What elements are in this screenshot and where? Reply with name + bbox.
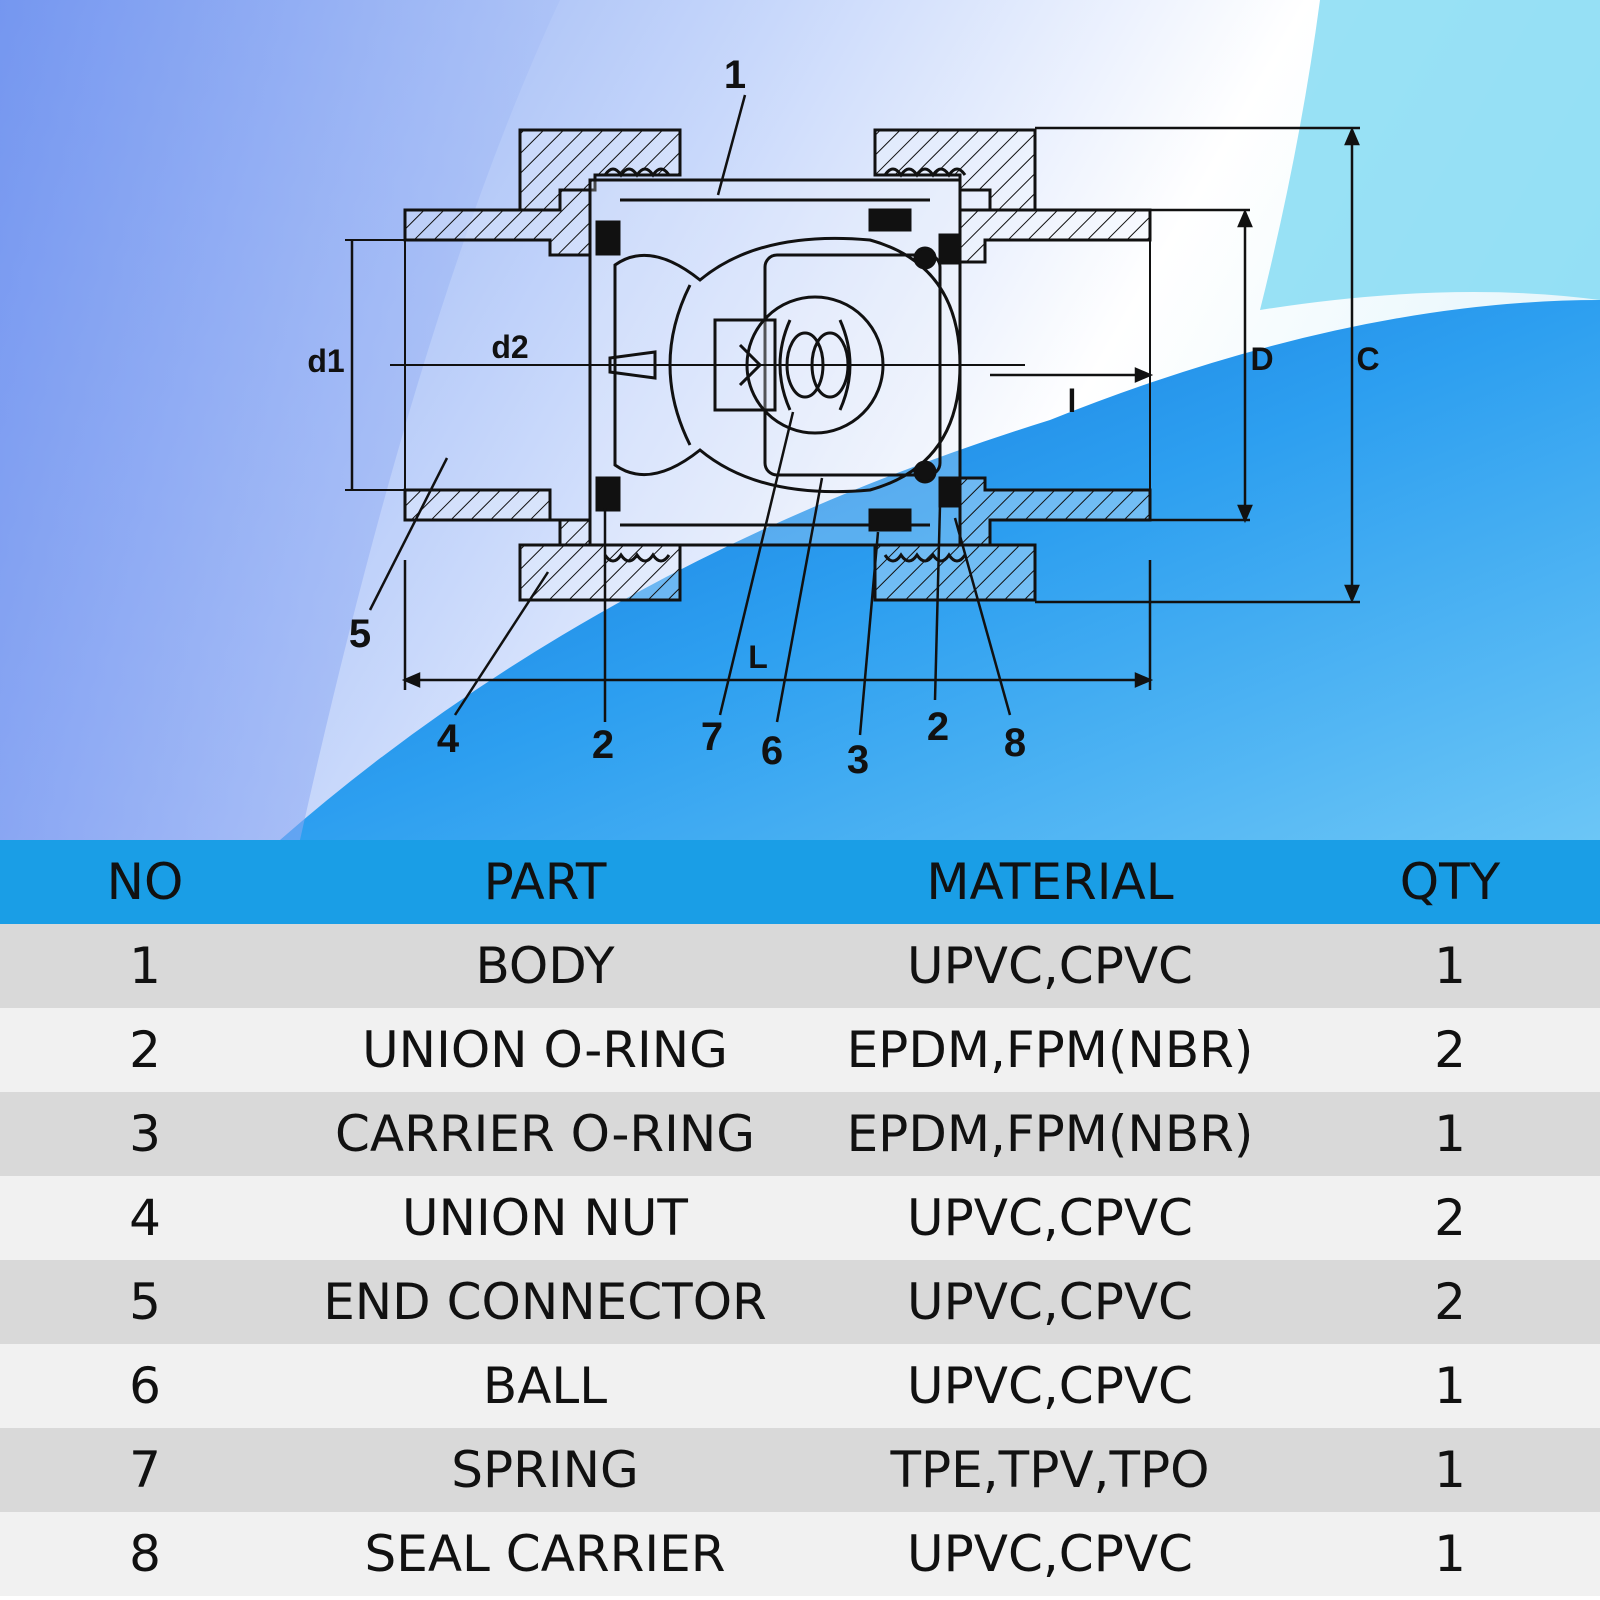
row-material: UPVC,CPVC <box>907 1525 1193 1583</box>
union-o-ring-left-top <box>595 220 621 256</box>
row-qty: 1 <box>1434 1441 1466 1499</box>
diagram-background <box>0 0 1600 840</box>
union-o-ring-left-bottom <box>595 476 621 512</box>
right-end-connector <box>958 208 1152 264</box>
callout-labels: 1 5 4 2 7 6 3 2 8 d1 d2 D C l L <box>307 53 1379 782</box>
row-no: 3 <box>129 1105 161 1163</box>
row-part: UNION NUT <box>402 1189 688 1247</box>
header-material: MATERIAL <box>926 853 1174 911</box>
dim-D: D <box>1250 341 1273 377</box>
row-no: 7 <box>129 1441 161 1499</box>
row-qty: 2 <box>1434 1021 1466 1079</box>
row-no: 8 <box>129 1525 161 1583</box>
table-row: 2 UNION O-RING EPDM,FPM(NBR) 2 <box>0 1008 1600 1092</box>
table-row: 3 CARRIER O-RING EPDM,FPM(NBR) 1 <box>0 1092 1600 1176</box>
table-row: 6 BALL UPVC,CPVC 1 <box>0 1344 1600 1428</box>
callout-1: 1 <box>724 53 746 97</box>
row-qty: 2 <box>1434 1189 1466 1247</box>
table-row: 1 BODY UPVC,CPVC 1 <box>0 924 1600 1008</box>
row-no: 6 <box>129 1357 161 1415</box>
table-row: 5 END CONNECTOR UPVC,CPVC 2 <box>0 1260 1600 1344</box>
dim-d2: d2 <box>491 329 528 365</box>
row-no: 4 <box>129 1189 161 1247</box>
row-material: EPDM,FPM(NBR) <box>846 1105 1254 1163</box>
row-material: EPDM,FPM(NBR) <box>846 1021 1254 1079</box>
header-part: PART <box>483 853 607 911</box>
callout-8: 8 <box>1004 721 1026 765</box>
row-material: UPVC,CPVC <box>907 1273 1193 1331</box>
callout-4: 4 <box>437 717 460 761</box>
callout-7: 7 <box>701 715 723 759</box>
row-qty: 1 <box>1434 1357 1466 1415</box>
row-qty: 2 <box>1434 1273 1466 1331</box>
row-no: 2 <box>129 1021 161 1079</box>
left-end-connector <box>403 188 592 257</box>
row-qty: 1 <box>1434 1105 1466 1163</box>
callout-leaders <box>368 94 1012 736</box>
table-row: 8 SEAL CARRIER UPVC,CPVC 1 <box>0 1512 1600 1596</box>
carrier-o-ring-bottom <box>868 508 912 532</box>
callout-2-left: 2 <box>592 723 614 767</box>
dim-d1: d1 <box>307 343 344 379</box>
row-material: TPE,TPV,TPO <box>890 1441 1210 1499</box>
row-part: SPRING <box>451 1441 639 1499</box>
row-part: UNION O-RING <box>362 1021 728 1079</box>
dim-L: L <box>748 639 768 675</box>
row-part: BALL <box>482 1357 608 1415</box>
callout-6: 6 <box>761 729 783 773</box>
callout-2-right: 2 <box>927 705 949 749</box>
row-qty: 1 <box>1434 1525 1466 1583</box>
dim-l: l <box>1068 383 1077 419</box>
row-no: 5 <box>129 1273 161 1331</box>
row-no: 1 <box>129 937 161 995</box>
row-part: BODY <box>475 937 615 995</box>
table-header-row: NO PART MATERIAL QTY <box>0 840 1600 924</box>
row-material: UPVC,CPVC <box>907 937 1193 995</box>
right-union-nut-bottom <box>873 543 1037 602</box>
row-part: END CONNECTOR <box>323 1273 767 1331</box>
callout-3: 3 <box>847 738 869 782</box>
row-part: CARRIER O-RING <box>335 1105 755 1163</box>
table-body: 1 BODY UPVC,CPVC 1 2 UNION O-RING EPDM,FPM(NBR… <box>0 924 1600 1596</box>
dimension-lines <box>350 126 1360 690</box>
row-material: UPVC,CPVC <box>907 1189 1193 1247</box>
table-row: 4 UNION NUT UPVC,CPVC 2 <box>0 1176 1600 1260</box>
header-qty: QTY <box>1399 853 1501 911</box>
valve-drawing <box>345 128 1152 602</box>
table-row: 7 SPRING TPE,TPV,TPO 1 <box>0 1428 1600 1512</box>
valve-cross-section-diagram: 1 5 4 2 7 6 3 2 8 d1 d2 D C l L <box>307 53 1379 782</box>
left-union-nut-bottom <box>518 543 682 602</box>
dim-C: C <box>1356 341 1379 377</box>
header-no: NO <box>106 853 184 911</box>
row-part: SEAL CARRIER <box>364 1525 726 1583</box>
carrier-o-ring-top <box>868 208 912 232</box>
callout-5: 5 <box>349 612 371 656</box>
left-union-nut-top <box>518 128 682 212</box>
row-material: UPVC,CPVC <box>907 1357 1193 1415</box>
row-qty: 1 <box>1434 937 1466 995</box>
